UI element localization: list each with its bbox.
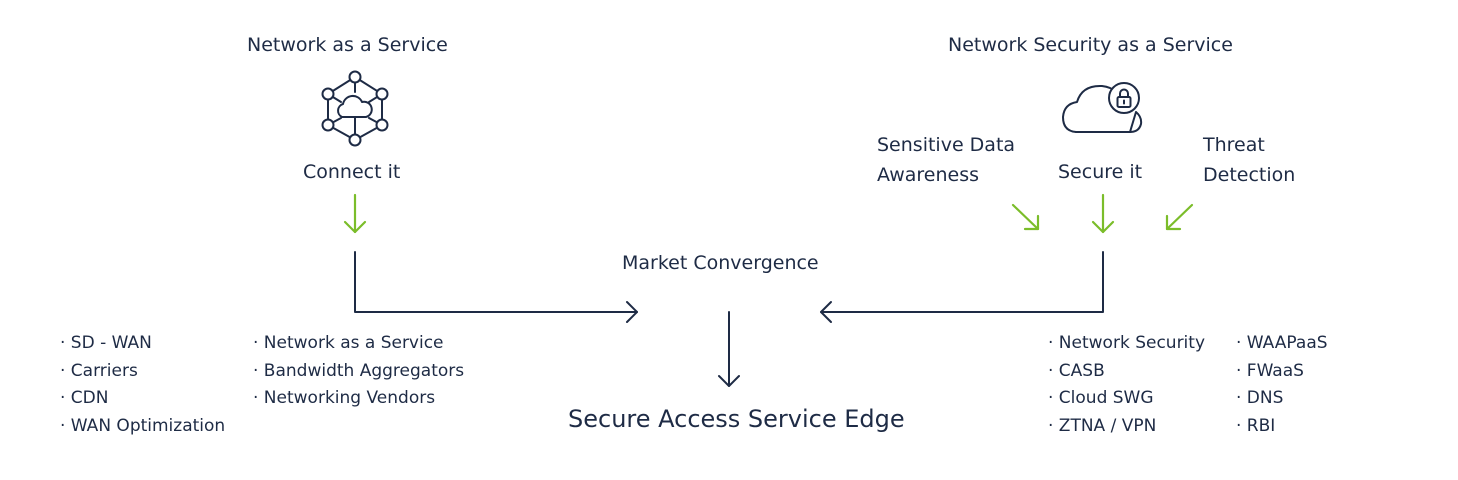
green-arrows <box>343 193 1194 234</box>
sensitive-data-line1: Sensitive Data <box>877 134 1016 156</box>
list-item: · WAN Optimization <box>60 415 226 436</box>
threat-detection-line2: Detection <box>1203 164 1296 186</box>
cloud-lock-icon <box>1062 82 1143 133</box>
left-connector-arrowhead <box>626 301 638 323</box>
list-item: · Bandwidth Aggregators <box>253 360 465 381</box>
left-list-a: · SD - WAN · Carriers · CDN · WAN Optimi… <box>60 330 225 440</box>
threat-detection-arrow-icon <box>1165 203 1194 231</box>
list-item: · CASB <box>1048 360 1105 381</box>
convergence-connectors <box>354 251 1104 387</box>
list-item: · Network Security <box>1048 333 1206 353</box>
sensitive-data-arrow-icon <box>1011 203 1040 231</box>
list-item: · Cloud SWG <box>1048 388 1154 408</box>
list-item: · RBI <box>1236 415 1276 436</box>
list-item: · ZTNA / VPN <box>1048 415 1157 436</box>
threat-detection-line1: Threat <box>1203 134 1265 156</box>
right-list-b: · WAAPaaS · FWaaS · DNS · RBI <box>1236 330 1328 440</box>
right-connector-arrowhead <box>820 301 832 323</box>
secure-down-arrow-icon <box>1091 193 1115 234</box>
right-connector <box>820 251 1104 313</box>
list-item: · DNS <box>1236 388 1284 408</box>
market-convergence-label: Market Convergence <box>622 252 819 274</box>
network-cloud-icon <box>321 70 389 147</box>
threat-detection-label: Threat Detection <box>1203 130 1295 190</box>
list-item: · SD - WAN <box>60 333 152 353</box>
list-item: · WAAPaaS <box>1236 333 1328 353</box>
connect-down-arrow-icon <box>343 193 367 234</box>
right-list-a: · Network Security · CASB · Cloud SWG · … <box>1048 330 1205 440</box>
down-connector-arrowhead <box>718 375 740 387</box>
sensitive-data-line2: Awareness <box>877 164 980 186</box>
list-item: · Network as a Service <box>253 333 444 353</box>
connect-it-label: Connect it <box>303 161 401 183</box>
secure-it-label: Secure it <box>1058 161 1143 183</box>
list-item: · Carriers <box>60 360 138 381</box>
left-list-b: · Network as a Service · Bandwidth Aggre… <box>253 330 464 413</box>
list-item: · Networking Vendors <box>253 388 436 408</box>
sensitive-data-label: Sensitive Data Awareness <box>877 130 1015 190</box>
sase-title: Secure Access Service Edge <box>568 405 905 433</box>
list-item: · CDN <box>60 388 109 408</box>
left-title: Network as a Service <box>247 34 448 56</box>
list-item: · FWaaS <box>1236 360 1304 381</box>
left-connector <box>354 251 638 313</box>
right-title: Network Security as a Service <box>948 34 1233 56</box>
